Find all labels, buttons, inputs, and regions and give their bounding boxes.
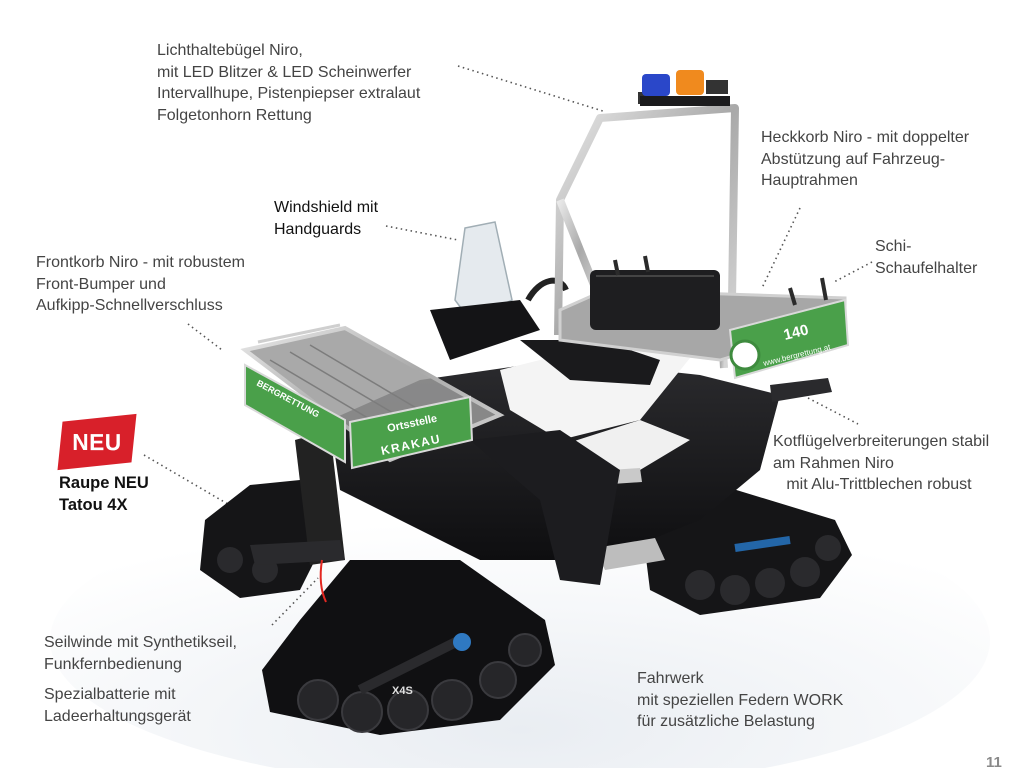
front-sign xyxy=(348,395,474,470)
leader-line-schi xyxy=(833,261,873,283)
rear-sign-phone: 140 xyxy=(782,321,810,344)
rear-left-track xyxy=(200,480,330,598)
callout-kotfluegel: Kotflügelverbreiterungen stabil am Rahme… xyxy=(773,433,990,493)
vehicle-body xyxy=(330,340,780,585)
leader-line-heckkorb xyxy=(761,207,801,289)
leader-line-seilwinde xyxy=(271,577,319,626)
leader-line-kotfluegel xyxy=(807,397,859,425)
leader-line-frontkorb xyxy=(187,323,223,351)
neu-badge: NEU xyxy=(57,413,137,471)
leader-lines xyxy=(143,65,873,626)
leader-line-lichthaltebuegel xyxy=(457,65,607,113)
track-brand-label: X4S xyxy=(392,685,413,697)
winch-cable xyxy=(319,559,327,603)
rear-basket: 140 www.bergrettung.at xyxy=(558,255,850,402)
side-sign xyxy=(244,363,346,464)
leader-line-raupe xyxy=(143,454,239,511)
callout-frontkorb: Frontkorb Niro - mit robustem Front-Bump… xyxy=(36,254,245,314)
leader-line-windshield xyxy=(385,225,459,241)
front-basket: Ortsstelle KRAKAU BERGRETTUNG xyxy=(240,323,505,470)
callout-fahrwerk: Fahrwerk mit speziellen Federn WORK für … xyxy=(637,670,844,730)
front-frame xyxy=(250,430,345,603)
beacons xyxy=(638,70,730,106)
callout-heckkorb: Heckkorb Niro - mit doppelter Abstützung… xyxy=(761,129,970,189)
windshield xyxy=(430,221,569,360)
callout-lichthaltebuegel: Lichthaltebügel Niro, mit LED Blitzer & … xyxy=(157,42,421,124)
raupe-label: Raupe NEU Tatou 4X xyxy=(59,474,149,514)
callout-spezialbatterie: Spezialbatterie mit Ladeerhaltungsgerät xyxy=(44,686,191,725)
callout-schi-schaufelhalter: Schi- Schaufelhalter xyxy=(875,238,978,277)
front-left-track: X4S xyxy=(262,560,555,735)
callout-seilwinde: Seilwinde mit Synthetikseil, Funkfernbed… xyxy=(44,634,237,673)
neu-badge-label: NEU xyxy=(72,428,122,455)
page-number: 11 xyxy=(986,754,1002,768)
callout-windshield: Windshield mit Handguards xyxy=(274,199,379,238)
